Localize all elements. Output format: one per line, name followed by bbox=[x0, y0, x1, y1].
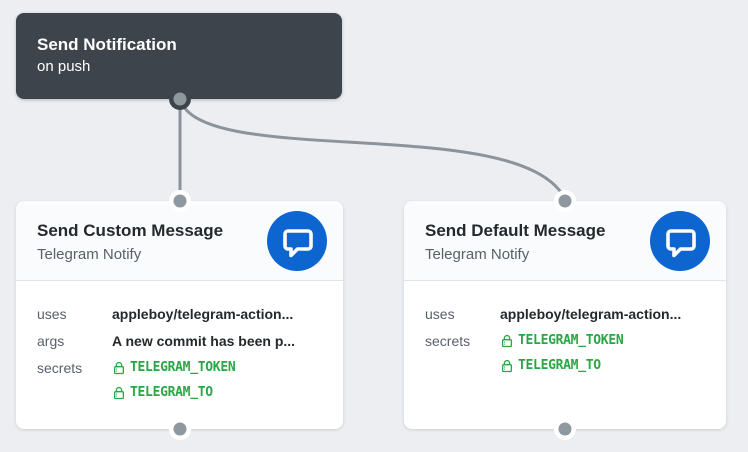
secret-name: TELEGRAM_TOKEN bbox=[130, 360, 236, 375]
job-details: uses appleboy/telegram-action... args A … bbox=[16, 281, 343, 403]
job-app-name: Telegram Notify bbox=[37, 246, 142, 263]
job-app-name: Telegram Notify bbox=[425, 246, 530, 263]
secret-name: TELEGRAM_TO bbox=[518, 358, 601, 373]
lock-icon bbox=[501, 359, 513, 373]
job-card-send-custom-message[interactable]: Send Custom Message Telegram Notify uses… bbox=[16, 201, 343, 429]
job-title: Send Custom Message bbox=[37, 221, 224, 240]
secret-name: TELEGRAM_TO bbox=[130, 385, 213, 400]
job-title: Send Default Message bbox=[425, 221, 606, 240]
trigger-title: Send Notification bbox=[37, 35, 177, 54]
lock-icon bbox=[501, 334, 513, 348]
edge-trigger-to-right-job bbox=[178, 97, 567, 201]
secret-item: TELEGRAM_TOKEN bbox=[500, 331, 710, 351]
lock-icon bbox=[113, 361, 125, 375]
job-card-send-default-message[interactable]: Send Default Message Telegram Notify use… bbox=[404, 201, 726, 429]
trigger-event: on push bbox=[37, 58, 91, 75]
lock-icon bbox=[113, 386, 125, 400]
job-details: uses appleboy/telegram-action... secrets… bbox=[404, 281, 726, 376]
comment-icon bbox=[650, 211, 710, 271]
trigger-card: Send Notification on push bbox=[16, 13, 342, 99]
field-label: uses bbox=[37, 306, 67, 322]
secret-item: TELEGRAM_TO bbox=[500, 356, 710, 376]
secret-item: TELEGRAM_TO bbox=[112, 383, 327, 403]
field-label: secrets bbox=[425, 333, 471, 349]
job-card-header: Send Default Message Telegram Notify bbox=[404, 201, 726, 281]
field-value: A new commit has been p... bbox=[112, 333, 296, 349]
comment-icon bbox=[267, 211, 327, 271]
job-card-header: Send Custom Message Telegram Notify bbox=[16, 201, 343, 281]
secrets-list: TELEGRAM_TOKEN TELEGRAM_TO bbox=[112, 358, 327, 403]
field-value: appleboy/telegram-action... bbox=[500, 306, 682, 322]
field-label: args bbox=[37, 333, 65, 349]
secret-item: TELEGRAM_TOKEN bbox=[112, 358, 327, 378]
field-value: appleboy/telegram-action... bbox=[112, 306, 294, 322]
field-label: secrets bbox=[37, 360, 83, 376]
secrets-list: TELEGRAM_TOKEN TELEGRAM_TO bbox=[500, 331, 710, 376]
field-label: uses bbox=[425, 306, 455, 322]
secret-name: TELEGRAM_TOKEN bbox=[518, 333, 624, 348]
